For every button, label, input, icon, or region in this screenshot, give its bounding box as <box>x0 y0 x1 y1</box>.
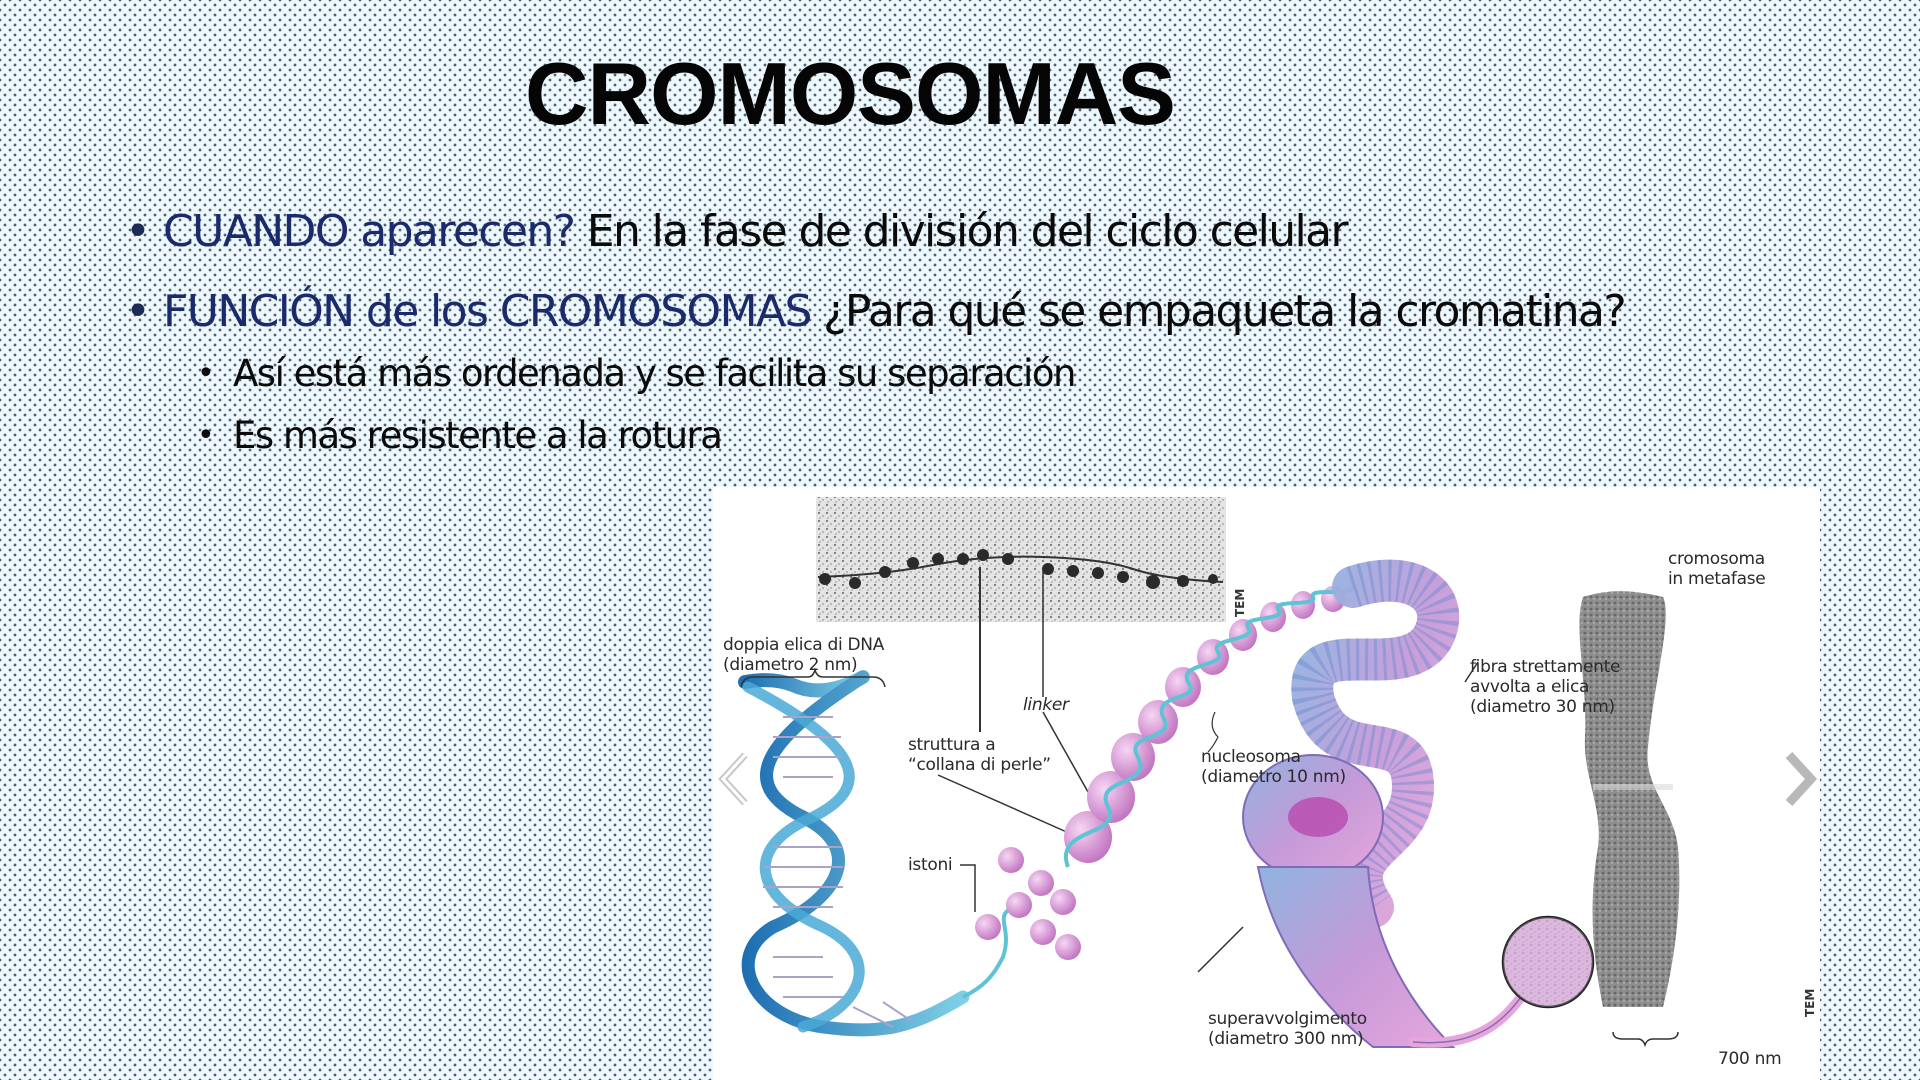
label-30nm-fiber: fibra strettamente avvolta a elica (diam… <box>1470 657 1620 717</box>
chevron-right-icon <box>1785 751 1818 807</box>
bullet-function-text: ¿Para qué se empaqueta la cromatina? <box>810 286 1627 337</box>
label-line: (diametro 30 nm) <box>1470 697 1615 717</box>
tem-label-bottom: TEM <box>1803 988 1817 1017</box>
bullet-when: • CUANDO aparecen? En la fase de divisió… <box>125 204 1625 260</box>
next-image-button[interactable] <box>1781 749 1820 809</box>
chromatin-illustration <box>738 497 1680 1048</box>
label-line: (diametro 2 nm) <box>723 655 858 675</box>
label-line: avvolta a elica <box>1470 677 1590 697</box>
tem-label-top: TEM <box>1233 588 1247 617</box>
bullet-when-highlight: CUANDO aparecen? <box>163 206 576 257</box>
sub-bullet-text: Así está más ordenada y se facilita su s… <box>233 352 1076 395</box>
tem-micrograph <box>816 497 1226 622</box>
label-supercoil: superavvolgimento (diametro 300 nm) <box>1208 1009 1367 1049</box>
label-line: nucleosoma <box>1201 747 1301 767</box>
sub-bullet-resistant: • Es más resistente a la rotura <box>197 412 1625 460</box>
bullet-dot: • <box>125 286 151 337</box>
label-line: fibra strettamente <box>1470 657 1621 677</box>
label-line: linker <box>1023 695 1069 715</box>
bullet-function: • FUNCIÓN de los CROMOSOMAS ¿Para qué se… <box>125 284 1627 340</box>
sub-bullet-dot: • <box>197 418 215 453</box>
label-linker: linker <box>1023 695 1069 715</box>
label-line: struttura a <box>908 735 996 755</box>
label-beads-on-string: struttura a “collana di perle” <box>908 735 1051 775</box>
bullet-function-highlight: FUNCIÓN de los CROMOSOMAS <box>163 286 812 337</box>
previous-image-button[interactable] <box>713 749 753 809</box>
label-line: “collana di perle” <box>908 755 1051 775</box>
sub-bullet-dot: • <box>197 356 215 391</box>
label-histones: istoni <box>908 855 953 875</box>
label-line: in metafase <box>1668 569 1766 589</box>
bullet-when-text: En la fase de división del ciclo celular <box>574 206 1349 257</box>
label-line: (diametro 10 nm) <box>1201 767 1346 787</box>
label-line: superavvolgimento <box>1208 1009 1367 1029</box>
bullet-dot: • <box>125 206 151 257</box>
slide-title: CROMOSOMAS <box>525 44 1176 143</box>
label-line: cromosoma <box>1668 549 1765 569</box>
chromatin-diagram: TEM TEM doppia elica di DNA (diametro 2 … <box>713 487 1820 1080</box>
bullet-list: • CUANDO aparecen? En la fase de divisió… <box>125 200 1627 460</box>
sub-bullet-ordered: • Así está más ordenada y se facilita su… <box>197 350 1625 398</box>
label-scale-700nm: 700 nm <box>1718 1049 1782 1069</box>
label-metaphase-chromosome: cromosoma in metafase <box>1668 549 1766 589</box>
label-nucleosome: nucleosoma (diametro 10 nm) <box>1201 747 1346 787</box>
label-line: doppia elica di DNA <box>723 635 885 655</box>
label-dna-helix: doppia elica di DNA (diametro 2 nm) <box>723 635 884 675</box>
chevron-left-icon <box>718 752 748 806</box>
sub-bullet-text: Es más resistente a la rotura <box>233 414 723 457</box>
label-line: (diametro 300 nm) <box>1208 1029 1364 1049</box>
